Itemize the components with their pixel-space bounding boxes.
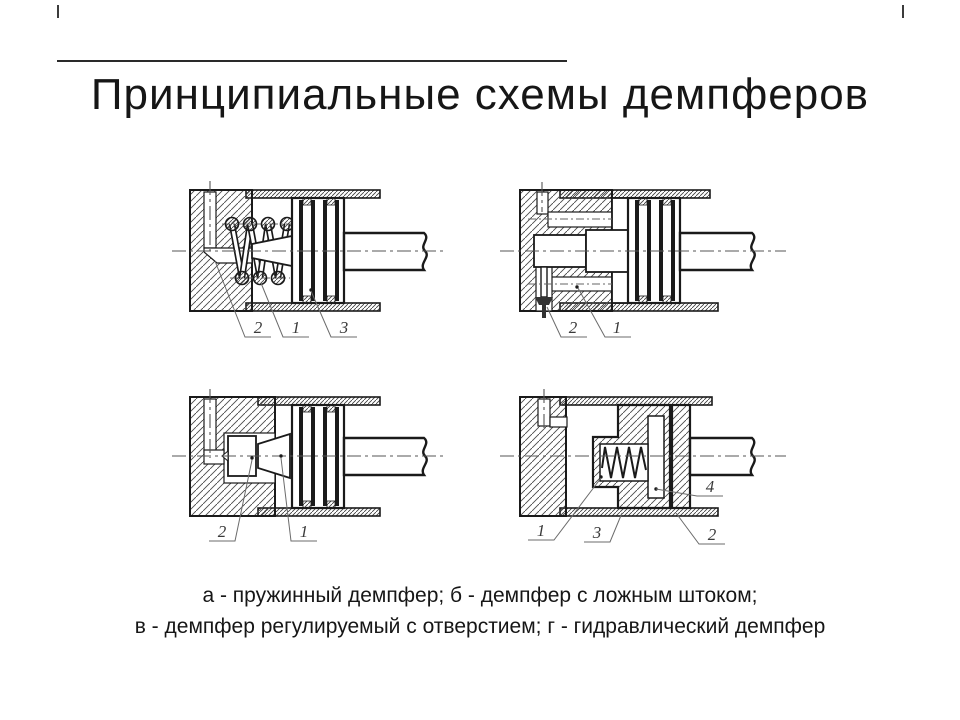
- relief-spring: [601, 446, 647, 479]
- leader-line: [655, 488, 723, 497]
- leader-line: [280, 457, 317, 542]
- part-label: 3: [592, 523, 602, 542]
- leader-line: [260, 282, 309, 338]
- part-label: 1: [537, 521, 546, 540]
- diagram-c-adjustable-damper: 2 1: [172, 389, 446, 542]
- figure-caption: а - пружинный демпфер; б - демпфер с лож…: [0, 580, 960, 642]
- cylinder-wall-top: [257, 396, 381, 406]
- valve-slot: [647, 415, 665, 499]
- part-label: 3: [339, 318, 349, 337]
- damper-schemes-figure: 2 1 3: [172, 181, 786, 545]
- leader-line: [528, 477, 602, 541]
- part-label: 2: [708, 525, 717, 544]
- valve-pin: [535, 266, 553, 318]
- leader-line: [209, 459, 253, 542]
- diagram-a-spring-damper: 2 1 3: [172, 181, 446, 338]
- cylinder-wall-bottom: [245, 302, 381, 312]
- part-label: 2: [218, 522, 227, 541]
- part-label: 1: [300, 522, 309, 541]
- cylinder-wall-top: [245, 189, 381, 199]
- part-label: 1: [292, 318, 301, 337]
- leader-line: [310, 290, 357, 338]
- caption-line-2: в - демпфер регулируемый с отверстием; г…: [134, 615, 826, 638]
- leader-line: [546, 306, 587, 338]
- cylinder-wall-top: [559, 396, 713, 406]
- orifice-channel: [203, 449, 225, 465]
- top-right-tick-decoration: [902, 5, 904, 18]
- upper-channel: [547, 211, 613, 228]
- cylinder-wall-bottom: [257, 507, 381, 517]
- top-left-tick-decoration: [57, 5, 59, 18]
- leader-line: [214, 260, 271, 338]
- cylinder-wall-bottom: [559, 507, 719, 517]
- part-label: 2: [254, 318, 263, 337]
- bore-step: [549, 416, 568, 428]
- leader-line: [577, 287, 631, 338]
- part-label: 1: [613, 318, 622, 337]
- part-label: 2: [569, 318, 578, 337]
- diagram-b-false-rod-damper: 2 1: [500, 182, 786, 338]
- leader-line: [584, 512, 623, 543]
- header-rule: [57, 60, 567, 62]
- part-label: 4: [706, 477, 715, 496]
- caption-line-1: а - пружинный демпфер; б - демпфер с лож…: [202, 584, 758, 607]
- page-title: Принципиальные схемы демпферов: [90, 70, 870, 119]
- leader-line: [675, 512, 725, 545]
- diagram-d-hydraulic-damper: 1 3 2 4: [500, 389, 786, 545]
